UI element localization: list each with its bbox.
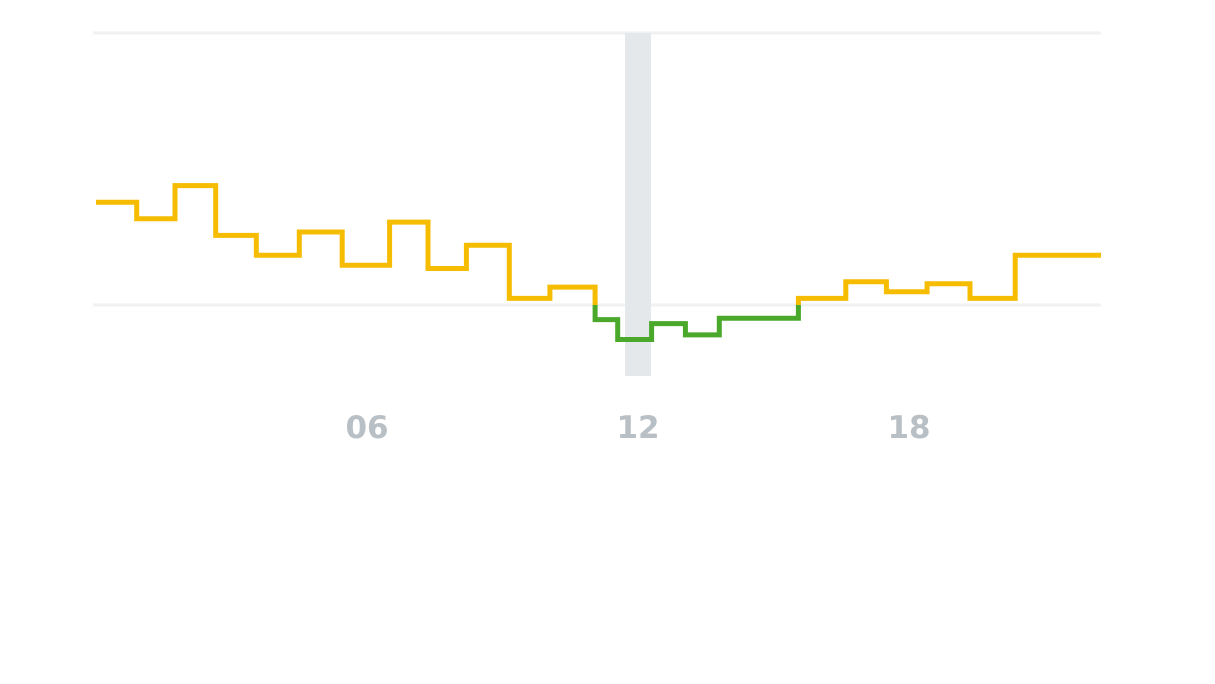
current-time-layer bbox=[625, 33, 652, 376]
series-line-below-threshold bbox=[592, 305, 801, 342]
x-tick-label: 18 bbox=[887, 410, 930, 446]
current-time-marker bbox=[625, 33, 652, 376]
x-axis-tick-labels: 06 12 18 bbox=[345, 410, 930, 446]
series-layer bbox=[96, 183, 1101, 342]
grid-layer bbox=[93, 31, 1101, 307]
series-line-above-threshold bbox=[795, 252, 1101, 305]
x-tick-label: 06 bbox=[345, 410, 388, 446]
x-tick-label: 12 bbox=[616, 410, 659, 446]
series-line-above-threshold bbox=[96, 183, 598, 305]
